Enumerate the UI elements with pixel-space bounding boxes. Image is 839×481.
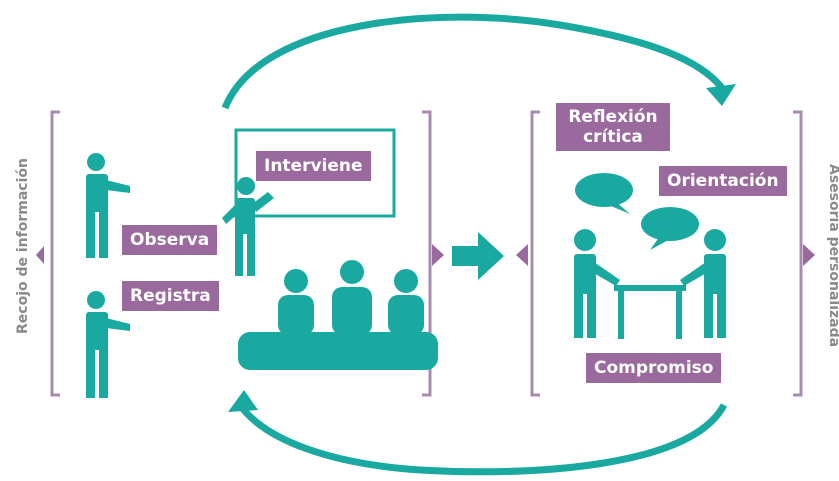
meeting-table-icon <box>614 285 686 339</box>
tag-compromiso: Compromiso <box>586 353 722 383</box>
bottom-cycle-arrow <box>228 390 728 476</box>
right-bracket-left-arrow <box>516 244 528 266</box>
tag-registra: Registra <box>122 281 219 311</box>
tag-reflexion-critica: Reflexión crítica <box>556 103 670 151</box>
whiteboard <box>234 128 396 218</box>
right-bracket-right-arrow <box>803 244 815 266</box>
tag-interviene: Interviene <box>256 151 371 181</box>
speech-bubble-right-icon <box>641 207 699 250</box>
right-side-label: Asesoría personalizada <box>826 164 839 348</box>
students-group-icon <box>238 260 438 370</box>
tag-reflexion-line2: crítica <box>583 127 643 147</box>
right-bracket <box>530 110 803 397</box>
observer-person-icon <box>86 153 130 258</box>
tag-observa: Observa <box>122 225 218 255</box>
tag-orientacion: Orientación <box>659 166 787 196</box>
teacher-advised-person-icon <box>680 229 726 338</box>
recorder-person-icon <box>86 291 130 398</box>
left-bracket <box>50 110 432 397</box>
teacher-person-icon <box>222 177 274 276</box>
left-bracket-arrow <box>36 246 44 264</box>
top-cycle-arrow <box>221 13 736 110</box>
advisor-person-icon <box>574 229 620 338</box>
speech-bubble-left-icon <box>575 173 633 214</box>
center-arrow <box>452 232 504 280</box>
left-side-label: Recojo de información <box>15 158 31 334</box>
mid-bracket-arrow <box>432 244 444 266</box>
tag-reflexion-line1: Reflexión <box>568 107 658 127</box>
